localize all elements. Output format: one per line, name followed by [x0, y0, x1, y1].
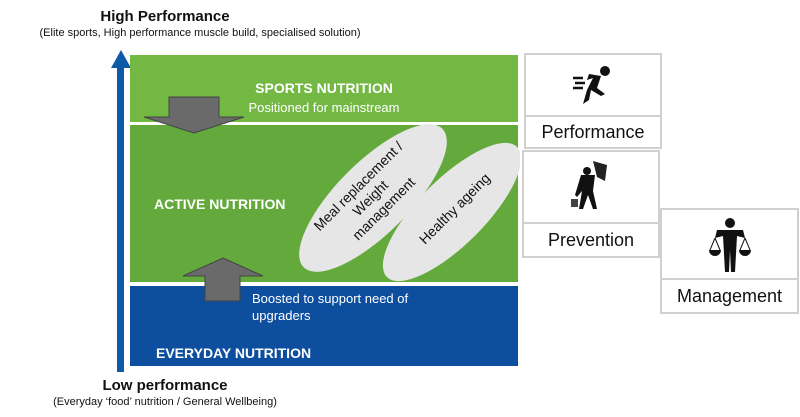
- healthy-ageing-ellipse: [382, 142, 520, 282]
- down-arrow: [143, 96, 245, 134]
- prevention-label: Prevention: [524, 222, 658, 256]
- shield-person-icon: [524, 152, 658, 224]
- everyday-nutrition-band: Boosted to support need of upgraders EVE…: [130, 286, 518, 366]
- up-arrow: [182, 257, 264, 302]
- axis-bottom-label: Low performance: [102, 377, 228, 394]
- management-label: Management: [662, 278, 797, 312]
- everyday-nutrition-title: EVERYDAY NUTRITION: [156, 345, 312, 361]
- everyday-note-line2: upgraders: [252, 308, 311, 323]
- everyday-nutrition-note: Boosted to support need of upgraders: [252, 290, 408, 324]
- management-card: Management: [660, 208, 799, 314]
- axis-bottom-sublabel: (Everyday ‘food’ nutrition / General Wel…: [53, 396, 277, 408]
- ellipses-layer: Meal replacement / Weight management Hea…: [299, 124, 520, 282]
- runner-icon: [526, 55, 660, 117]
- scales-person-icon: [662, 210, 797, 280]
- performance-card: Performance: [524, 53, 662, 149]
- performance-label: Performance: [526, 115, 660, 147]
- sports-nutrition-note: Positioned for mainstream: [248, 100, 400, 115]
- meal-replacement-ellipse: [299, 124, 447, 272]
- axis-arrow: [111, 50, 131, 372]
- active-nutrition-title: ACTIVE NUTRITION: [154, 196, 286, 212]
- axis-top-label: High Performance: [100, 8, 230, 25]
- everyday-note-line1: Boosted to support need of: [252, 291, 409, 306]
- prevention-card: Prevention: [522, 150, 660, 258]
- axis-top-sublabel: (Elite sports, High performance muscle b…: [39, 27, 361, 39]
- sports-nutrition-title: SPORTS NUTRITION: [255, 80, 393, 96]
